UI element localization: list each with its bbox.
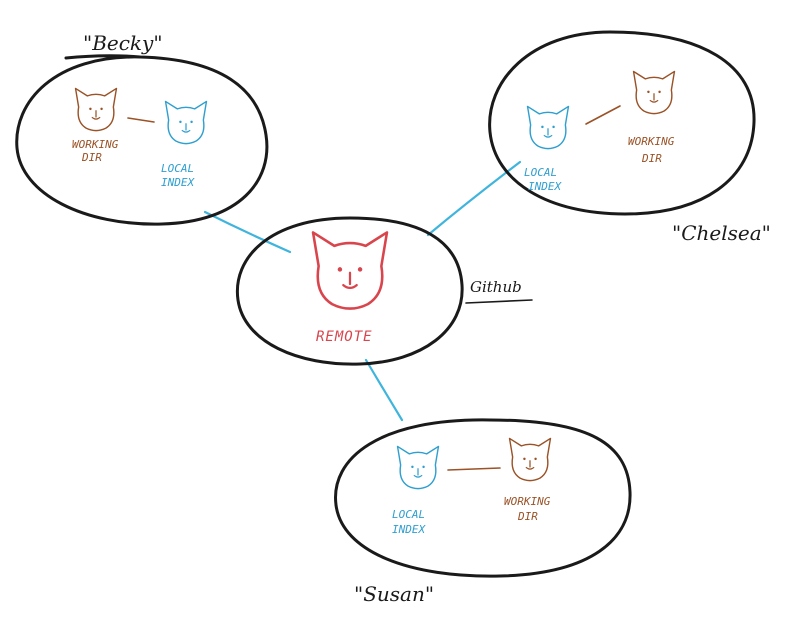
chelsea-local-index-line1: LOCAL	[524, 166, 557, 179]
chelsea-local-index-cat-icon	[526, 105, 570, 150]
link-chelsea-remote	[426, 160, 522, 237]
remote-label: REMOTE	[316, 329, 373, 345]
susan-local-index-line1: LOCAL	[392, 508, 425, 521]
susan-working-dir-line1: WORKING	[504, 495, 551, 508]
becky-name: "Becky"	[83, 31, 163, 55]
becky-local-index-cat-icon	[164, 100, 208, 145]
remote-cat-icon	[311, 231, 389, 310]
becky-outline	[15, 54, 269, 226]
github-underline	[465, 299, 533, 304]
remote-outline	[235, 216, 464, 366]
susan-name: "Susan"	[354, 582, 434, 606]
chelsea-outline	[488, 30, 756, 216]
chelsea-working-dir-line2: DIR	[641, 152, 662, 165]
susan-internal-link	[447, 467, 501, 471]
susan-local-index-line2: INDEX	[392, 523, 426, 536]
becky-working-dir-line2: DIR	[81, 151, 102, 164]
chelsea-local-index-line2: INDEX	[528, 180, 562, 193]
becky-local-index-line2: INDEX	[161, 176, 195, 189]
chelsea-working-dir-line1: WORKING	[628, 135, 675, 148]
becky-working-dir-cat-icon	[74, 87, 118, 132]
chelsea-name: "Chelsea"	[672, 221, 771, 245]
becky-working-dir-line1: WORKING	[72, 138, 119, 151]
susan-working-dir-cat-icon	[508, 437, 552, 482]
susan-local-index-cat-icon	[396, 445, 440, 490]
susan-outline	[334, 418, 632, 578]
link-remote-susan	[364, 358, 404, 422]
chelsea-internal-link	[585, 105, 621, 125]
github-label: Github	[470, 278, 522, 296]
susan-working-dir-line2: DIR	[517, 510, 538, 523]
chelsea-working-dir-cat-icon	[632, 70, 676, 115]
becky-local-index-line1: LOCAL	[161, 162, 194, 175]
becky-internal-link	[127, 117, 155, 123]
